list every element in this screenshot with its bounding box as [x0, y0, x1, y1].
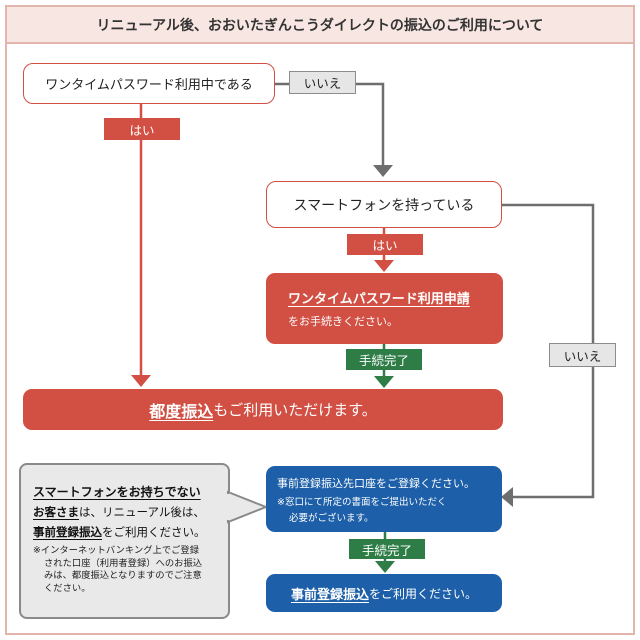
arrowhead-each-transfer	[131, 375, 151, 387]
apply-onetime-password-box: ワンタイムパスワード利用申請 をお手続きください。	[266, 273, 503, 344]
note-fine-1: ※インターネットバンキング上でご登録	[33, 545, 200, 556]
label-done-2: 手続完了	[349, 539, 425, 559]
note-pointer	[226, 490, 268, 524]
note-line-3: 事前登録振込をご利用ください。	[33, 524, 220, 540]
label-yes-2: はい	[347, 234, 423, 255]
note-line-2-bold: お客さま	[33, 505, 79, 519]
arrow-no-to-smartphone	[275, 82, 385, 166]
arrowhead-done-1	[374, 376, 394, 388]
preregistered-transfer-box: 事前登録振込 をご利用ください。	[266, 574, 502, 612]
apply-onetime-password-body: をお手続きください。	[288, 315, 398, 328]
page-title: リニューアル後、おおいたぎんこうダイレクトの振込のご利用について	[7, 7, 633, 44]
question-onetime-password: ワンタイムパスワード利用中である	[23, 63, 275, 104]
each-transfer-rest: もご利用いただけます。	[213, 401, 377, 419]
note-fine-print: ※インターネットバンキング上でご登録 された口座（利用者登録）へのお振込 みは、…	[33, 545, 220, 595]
note-no-smartphone: スマートフォンをお持ちでない お客さまは、リニューアル後は、 事前登録振込をご利…	[19, 463, 230, 619]
arrowhead-register	[501, 487, 513, 507]
note-heading: スマートフォンをお持ちでない	[33, 485, 201, 499]
note-line-3-rest: をご利用ください。	[102, 525, 206, 539]
note-line-2: お客さまは、リニューアル後は、	[33, 504, 220, 520]
each-transfer-box: 都度振込 もご利用いただけます。	[23, 389, 503, 430]
label-no-1: いいえ	[289, 71, 356, 94]
register-account-line-2: ※窓口にて所定の書面をご提出いただく	[277, 497, 447, 508]
note-fine-2: された口座（利用者登録）へのお振込	[44, 557, 203, 569]
preregistered-rest: をご利用ください。	[369, 586, 478, 601]
each-transfer-bold: 都度振込	[149, 401, 214, 421]
apply-onetime-password-title: ワンタイムパスワード利用申請	[288, 292, 470, 307]
arrowhead-smartphone	[373, 165, 393, 177]
arrowhead-done-2	[375, 561, 395, 573]
register-account-line-3: 必要がございます。	[289, 513, 374, 524]
arrowhead-apply	[374, 260, 394, 272]
question-smartphone: スマートフォンを持っている	[266, 181, 502, 228]
register-account-line-1: 事前登録振込先口座をご登録ください。	[277, 477, 475, 490]
register-account-box: 事前登録振込先口座をご登録ください。 ※窓口にて所定の書面をご提出いただく 必要…	[266, 466, 502, 532]
question-smartphone-text: スマートフォンを持っている	[293, 197, 475, 214]
label-yes-1: はい	[104, 118, 180, 140]
preregistered-bold: 事前登録振込	[290, 587, 369, 603]
note-fine-3: みは、都度振込となりますのでご注意	[44, 570, 202, 582]
label-done-1: 手続完了	[346, 349, 422, 370]
note-line-3-bold: 事前登録振込	[33, 525, 102, 539]
note-line-2-rest: は、リニューアル後は、	[79, 505, 205, 519]
label-no-2: いいえ	[549, 343, 616, 367]
question-onetime-password-text: ワンタイムパスワード利用中である	[45, 78, 253, 93]
note-fine-4: ください。	[44, 582, 91, 594]
